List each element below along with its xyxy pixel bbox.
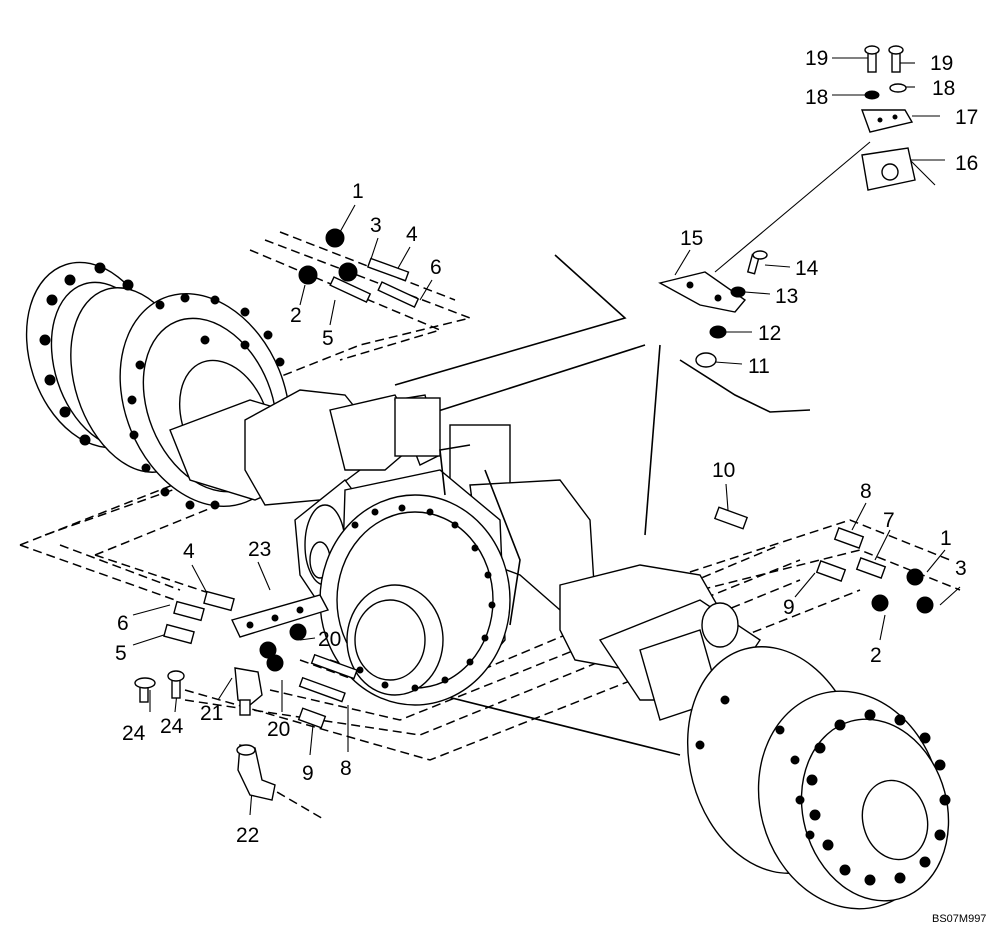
callout-19a: 19	[805, 47, 828, 70]
small-parts	[134, 45, 934, 801]
callout-5-lower: 5	[115, 642, 127, 665]
callout-5-upper: 5	[322, 327, 334, 350]
callout-1-left: 1	[352, 180, 364, 203]
callout-7: 7	[883, 509, 895, 532]
callout-15: 15	[680, 227, 703, 250]
callout-23: 23	[248, 538, 271, 561]
callout-17: 17	[955, 106, 978, 129]
callout-19b: 19	[930, 52, 953, 75]
callout-1-right: 1	[940, 527, 952, 550]
callout-9-lower: 9	[302, 762, 314, 785]
callout-6-upper: 6	[430, 256, 442, 279]
callout-4-lower: 4	[183, 540, 195, 563]
callout-6-lower: 6	[117, 612, 129, 635]
callout-21: 21	[200, 702, 223, 725]
callout-24-right: 24	[160, 715, 184, 738]
callout-9-right: 9	[783, 596, 795, 619]
callout-22: 22	[236, 824, 259, 847]
callout-3-left: 3	[370, 214, 382, 237]
callout-2-right: 2	[870, 644, 882, 667]
callout-11: 11	[748, 355, 770, 378]
callout-12: 12	[758, 322, 781, 345]
leader-lines	[132, 57, 961, 816]
callout-2-left: 2	[290, 304, 302, 327]
callout-8-lower: 8	[340, 757, 352, 780]
callout-16: 16	[955, 152, 978, 175]
callout-4-upper: 4	[406, 223, 418, 246]
callout-20-upper: 20	[318, 628, 341, 651]
callout-18a: 18	[805, 86, 828, 109]
callout-20-lower: 20	[267, 718, 290, 741]
drawing-reference-code: BS07M997	[932, 913, 986, 925]
callout-24-left: 24	[122, 722, 146, 745]
callout-13: 13	[775, 285, 798, 308]
callout-14: 14	[795, 257, 819, 280]
callout-3-right: 3	[955, 557, 967, 580]
callout-labels: 19 19 18 18 17 16 15 14 13 12 11 1 3 4 6…	[115, 47, 978, 847]
callout-18b: 18	[932, 77, 955, 100]
callout-10: 10	[712, 459, 735, 482]
callout-8-right: 8	[860, 480, 872, 503]
right-wheel-hub	[686, 646, 951, 910]
